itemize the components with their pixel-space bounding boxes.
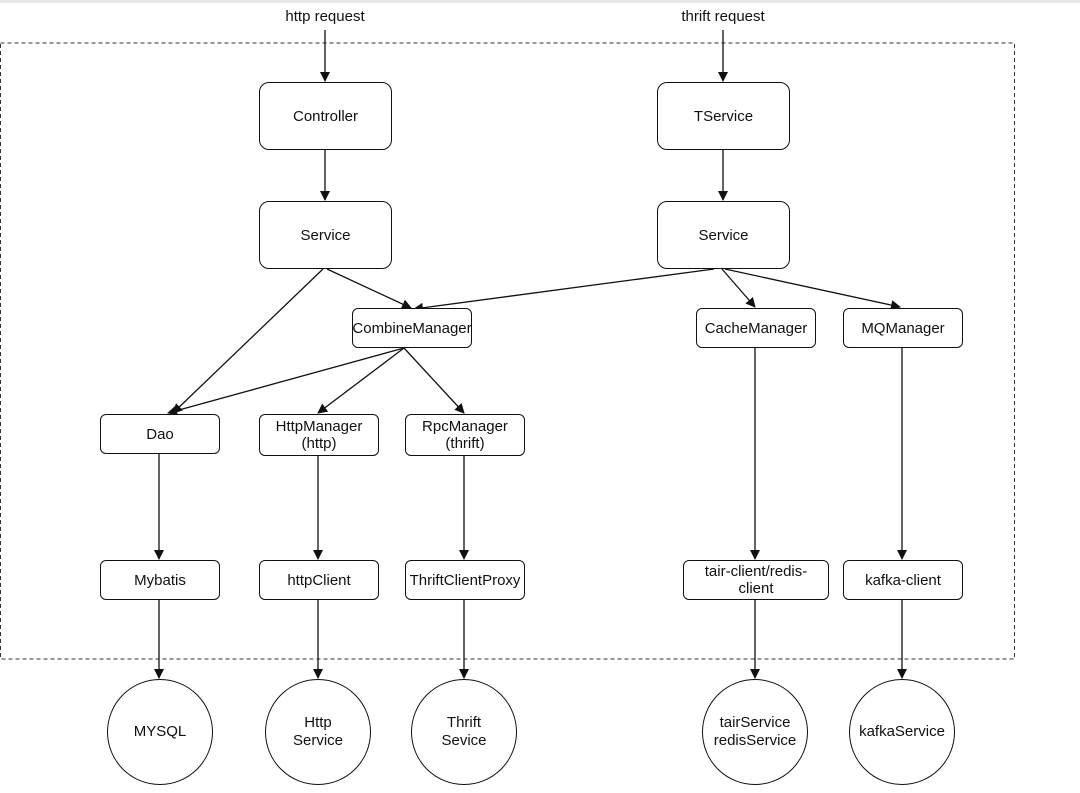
tairservice-label-line2: redisService — [713, 732, 797, 749]
combinemanager-label: CombineManager — [352, 319, 472, 337]
cachemanager-label: CacheManager — [704, 319, 808, 337]
httpmanager-node: HttpManager (http) — [259, 414, 379, 456]
edge-combinemanager-rpcmanager — [403, 347, 465, 414]
rpcmanager-label-line2: (thrift) — [445, 435, 485, 452]
httpmanager-label-line1: HttpManager — [275, 418, 363, 435]
thriftservice-node: Thrift Sevice — [411, 679, 517, 785]
thrift-request-label: thrift request — [681, 8, 765, 25]
kafkaservice-label: kafkaService — [859, 723, 945, 740]
system-boundary — [0, 42, 1015, 660]
mybatis-node: Mybatis — [100, 560, 220, 600]
dao-node: Dao — [100, 414, 220, 454]
mqmanager-label: MQManager — [861, 319, 945, 337]
service-left-label: Service — [300, 226, 351, 244]
dao-label: Dao — [146, 425, 174, 443]
mqmanager-node: MQManager — [843, 308, 963, 348]
thriftservice-label-line1: Thrift — [446, 714, 482, 731]
httpservice-label-line1: Http — [304, 714, 332, 731]
tairclient-label-line1: tair-client/redis- — [704, 563, 808, 580]
tservice-node: TService — [657, 82, 790, 150]
tservice-label: TService — [693, 107, 754, 125]
service-right-label: Service — [698, 226, 749, 244]
httpmanager-label-line2: (http) — [301, 435, 337, 452]
kafkaclient-node: kafka-client — [843, 560, 963, 600]
edge-service-dao — [172, 268, 324, 414]
mysql-node: MYSQL — [107, 679, 213, 785]
httpservice-node: Http Service — [265, 679, 371, 785]
httpservice-label-line2: Service — [292, 732, 344, 749]
http-request-label: http request — [285, 8, 365, 25]
edge-combinemanager-dao — [167, 347, 405, 416]
httpclient-label: httpClient — [287, 571, 351, 589]
kafkaclient-label: kafka-client — [865, 571, 941, 589]
rpcmanager-label-line1: RpcManager — [422, 418, 508, 435]
window-top-border — [0, 0, 1080, 3]
service-right-node: Service — [657, 201, 790, 269]
thriftservice-label-line2: Sevice — [441, 732, 487, 749]
httpclient-node: httpClient — [259, 560, 379, 600]
thriftclientproxy-label: ThriftClientProxy — [409, 571, 521, 589]
combinemanager-node: CombineManager — [352, 308, 472, 348]
cachemanager-node: CacheManager — [696, 308, 816, 348]
edge-service-combinemanager — [326, 268, 412, 309]
tairservice-label-line1: tairService — [719, 714, 791, 731]
controller-label: Controller — [292, 107, 359, 125]
mybatis-label: Mybatis — [134, 571, 186, 589]
kafkaservice-node: kafkaService — [849, 679, 955, 785]
edge-service-right-combinemanager — [413, 268, 715, 313]
controller-node: Controller — [259, 82, 392, 150]
tairclient-node: tair-client/redis- client — [683, 560, 829, 600]
tairclient-label-line2: client — [738, 580, 774, 597]
thriftclientproxy-node: ThriftClientProxy — [405, 560, 525, 600]
edge-service-right-cachemanager — [721, 268, 756, 308]
rpcmanager-node: RpcManager (thrift) — [405, 414, 525, 456]
mysql-label: MYSQL — [133, 723, 187, 740]
tairservice-node: tairService redisService — [702, 679, 808, 785]
edge-combinemanager-httpmanager — [317, 347, 405, 414]
edge-service-right-mqmanager — [724, 268, 901, 310]
service-left-node: Service — [259, 201, 392, 269]
